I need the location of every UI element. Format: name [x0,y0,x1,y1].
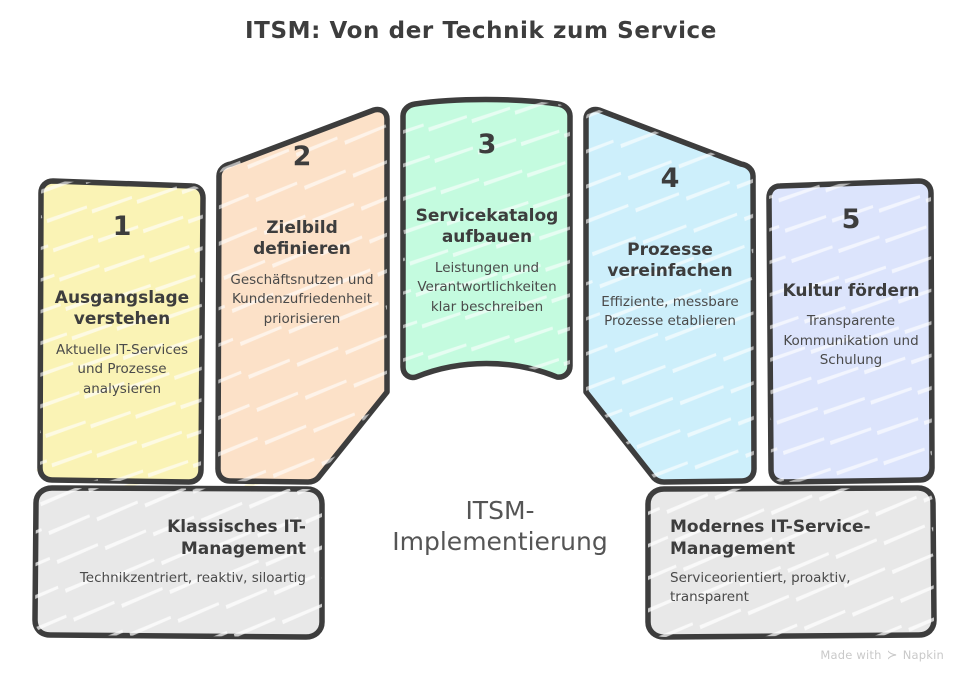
napkin-logo-icon: ≻ [886,647,898,663]
watermark-text: Made with [820,648,882,662]
step-3-heading: Servicekatalog aufbauen [415,205,559,248]
modern-itsm-box-shape [645,485,937,640]
classic-it-box[interactable]: Klassisches IT-Management Technikzentrie… [56,516,306,588]
step-2-number: 2 [292,141,312,172]
step-1[interactable]: 1 Ausgangslage verstehen Aktuelle IT-Ser… [42,212,202,399]
modern-itsm-heading: Modernes IT-Service-Management [670,517,871,560]
step-1-heading: Ausgangslage verstehen [54,287,190,330]
classic-it-heading: Klassisches IT-Management [167,517,306,560]
classic-it-box-shape [32,485,325,640]
step-2-heading: Zielbild definieren [253,217,351,260]
step-2-shape [215,106,390,485]
step-3-number: 3 [477,129,497,160]
classic-it-description: Technikzentriert, reaktiv, siloartig [79,570,306,587]
step-2[interactable]: 2 Zielbild definieren Geschäftsnutzen un… [222,142,382,329]
step-3-description: Leistungen und Verantwortlichkeiten klar… [417,260,557,315]
step-4-number: 4 [660,163,680,194]
step-5-number: 5 [841,204,861,235]
step-5-description: Transparente Kommunikation und Schulung [783,313,919,368]
watermark-brand: Napkin [902,648,944,662]
step-5[interactable]: 5 Kultur fördern Transparente Kommunikat… [772,205,930,370]
step-5-heading: Kultur fördern [782,280,920,301]
page-title: ITSM: Von der Technik zum Service [245,18,717,44]
step-2-description: Geschäftsnutzen und Kundenzufriedenheit … [230,272,374,327]
modern-itsm-box[interactable]: Modernes IT-Service-Management Serviceor… [670,516,920,608]
modern-itsm-description: Serviceorientiert, proaktiv, transparent [670,570,851,606]
step-3-shape [400,96,573,381]
step-1-number: 1 [112,211,132,242]
step-4[interactable]: 4 Prozesse vereinfachen Effiziente, mess… [588,164,752,332]
step-4-shape [583,106,757,485]
step-1-description: Aktuelle IT-Services und Prozesse analys… [55,342,189,397]
step-5-shape [766,178,935,485]
step-1-shape [37,178,206,485]
step-3[interactable]: 3 Servicekatalog aufbauen Leistungen und… [404,130,570,317]
center-caption: ITSM- Implementierung [392,496,608,556]
step-4-description: Effiziente, messbare Prozesse etablieren [601,294,739,330]
step-4-heading: Prozesse vereinfachen [607,239,733,282]
watermark: Made with ≻ Napkin [820,648,944,662]
